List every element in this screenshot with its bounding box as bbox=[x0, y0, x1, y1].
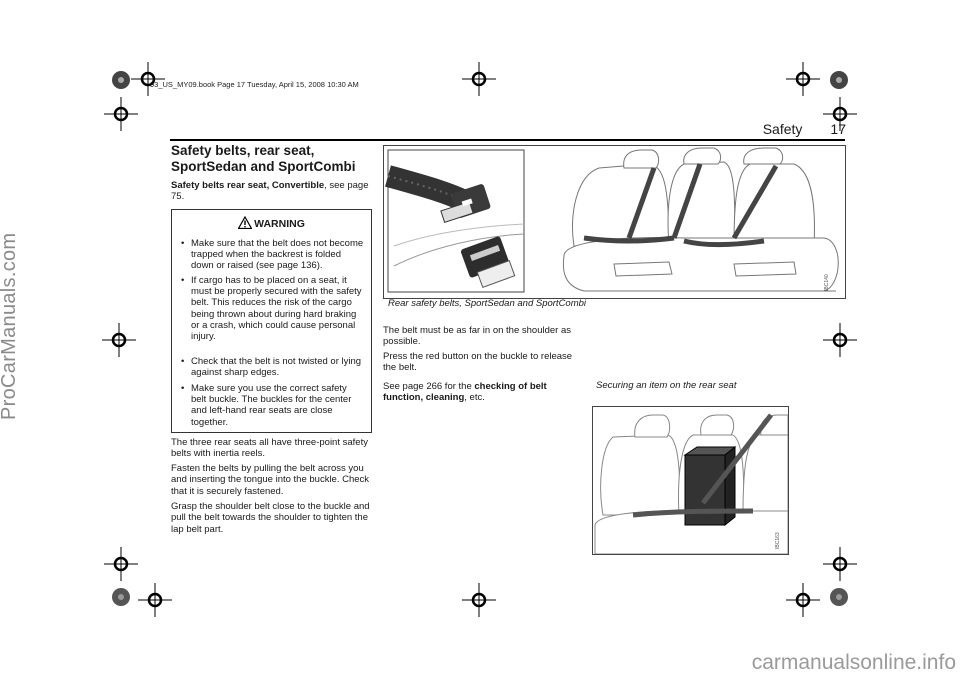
figure-caption: Securing an item on the rear seat bbox=[596, 380, 737, 391]
warning-item: •If cargo has to be placed on a seat, it… bbox=[181, 275, 362, 343]
warning-item: •Check that the belt is not twisted or l… bbox=[181, 356, 362, 379]
registration-mark bbox=[100, 59, 142, 101]
figure-caption: Rear safety belts, SportSedan and SportC… bbox=[388, 298, 587, 309]
securing-item-illustration: IBC163 bbox=[592, 406, 789, 555]
crosshair-mark bbox=[138, 583, 172, 617]
see-page-bold: checking of belt function, cleaning bbox=[383, 381, 547, 404]
warning-heading: WARNING bbox=[172, 215, 371, 232]
paragraph: The belt must be as far in on the should… bbox=[383, 325, 571, 348]
page-number: 17 bbox=[830, 121, 846, 137]
crosshair-mark bbox=[462, 62, 496, 96]
header-rule bbox=[170, 139, 845, 141]
paragraph: Grasp the shoulder belt close to the buc… bbox=[171, 501, 370, 535]
convertible-reference-bold: Safety belts rear seat, Convertible bbox=[171, 180, 325, 191]
crosshair-mark bbox=[786, 62, 820, 96]
warning-box: WARNING •Make sure that the belt does no… bbox=[171, 209, 372, 433]
convertible-reference: Safety belts rear seat, Convertible, see… bbox=[171, 180, 371, 203]
crosshair-mark bbox=[102, 323, 136, 357]
side-watermark: ProCarManuals.com bbox=[0, 232, 20, 420]
crosshair-mark bbox=[104, 547, 138, 581]
convertible-reference-rest: , see page 75. bbox=[171, 180, 369, 203]
bottom-watermark: carmanualsonline.info bbox=[751, 651, 956, 674]
registration-mark bbox=[818, 59, 860, 101]
see-page-prefix: See page 266 for the bbox=[383, 381, 475, 392]
crosshair-mark bbox=[786, 583, 820, 617]
figure-code: IBC140 bbox=[824, 274, 830, 291]
paragraph: The three rear seats all have three-poin… bbox=[171, 437, 368, 460]
file-info-slug: 93_US_MY09.book Page 17 Tuesday, April 1… bbox=[150, 80, 359, 89]
running-header: Safety 17 bbox=[680, 121, 846, 137]
paragraph: Press the red button on the buckle to re… bbox=[383, 351, 573, 374]
warning-triangle-icon bbox=[237, 215, 253, 232]
figure-code: IBC163 bbox=[775, 532, 781, 549]
crosshair-mark bbox=[131, 62, 165, 96]
paragraph-see-page: See page 266 for the checking of belt fu… bbox=[383, 381, 583, 404]
crosshair-mark bbox=[104, 97, 138, 131]
paragraph: Fasten the belts by pulling the belt acr… bbox=[171, 463, 370, 497]
warning-heading-text: WARNING bbox=[254, 218, 305, 230]
see-page-suffix: , etc. bbox=[464, 392, 485, 404]
warning-item: •Make sure you use the correct safety be… bbox=[181, 383, 352, 428]
registration-mark bbox=[818, 576, 860, 618]
section-title: Safety belts, rear seat, SportSedan and … bbox=[171, 143, 356, 174]
crosshair-mark bbox=[823, 547, 857, 581]
crosshair-mark bbox=[462, 583, 496, 617]
registration-mark bbox=[100, 576, 142, 618]
warning-item: •Make sure that the belt does not become… bbox=[181, 238, 364, 272]
section-name: Safety bbox=[762, 121, 803, 137]
crosshair-mark bbox=[823, 323, 857, 357]
crosshair-mark bbox=[823, 97, 857, 131]
rear-seatbelt-illustration: IBC140 bbox=[383, 145, 846, 299]
